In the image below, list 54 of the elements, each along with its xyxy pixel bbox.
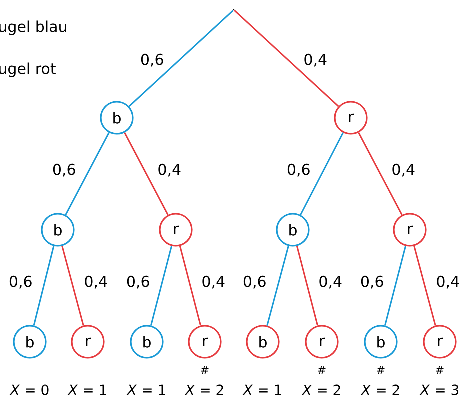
probability-label: 0,4	[85, 276, 108, 289]
probability-label: 0,6	[288, 164, 310, 177]
probability-label: 0,6	[141, 54, 164, 67]
branch-line	[150, 246, 173, 326]
outcome-label: X = 0	[10, 384, 49, 396]
outcome-label: X = 2	[360, 384, 400, 396]
probability-label: 0,6	[244, 276, 266, 289]
circle-node: b	[13, 325, 47, 359]
circle-node: r	[305, 325, 339, 359]
probability-label: 0,4	[320, 276, 342, 289]
outcome-label: #	[377, 366, 385, 374]
probability-label: 0,6	[361, 276, 384, 289]
circle-node: b	[41, 213, 75, 247]
outcome-label: X = 2	[184, 384, 224, 396]
branch-line	[65, 132, 110, 216]
probability-label: 0,4	[304, 54, 327, 67]
branch-line	[128, 10, 234, 108]
circle-node: b	[100, 101, 134, 135]
branch-line	[62, 246, 84, 326]
circle-node: r	[334, 101, 368, 135]
circle-node: r	[159, 213, 193, 247]
circle-node: b	[364, 325, 398, 359]
probability-label: 0,4	[158, 164, 181, 177]
probability-label: 0,4	[392, 164, 415, 177]
circle-node: b	[276, 213, 310, 247]
probability-label: 0,4	[202, 276, 225, 289]
outcome-label: #	[436, 366, 444, 374]
branch-line	[234, 10, 340, 108]
outcome-label: X = 3	[420, 384, 459, 396]
circle-node: r	[188, 325, 222, 359]
branch-line	[300, 132, 344, 216]
probability-label: 0,6	[10, 276, 32, 289]
circle-node: r	[393, 213, 427, 247]
outcome-label: #	[201, 366, 209, 374]
branch-line	[266, 246, 290, 326]
branch-line	[384, 246, 407, 326]
branch-line	[124, 132, 169, 216]
outcome-label: X = 1	[126, 384, 166, 396]
circle-node: b	[130, 325, 164, 359]
outcome-label: X = 2	[302, 384, 340, 396]
branch-line	[33, 246, 55, 326]
outcome-label: X = 1	[68, 384, 106, 396]
probability-label: 0,6	[53, 164, 76, 177]
branch-line	[179, 246, 202, 326]
outcome-label: #	[318, 366, 326, 374]
branch-line	[358, 132, 403, 216]
circle-node: b	[246, 325, 280, 359]
circle-node: r	[423, 325, 457, 359]
probability-label: 0,6	[127, 276, 150, 289]
branch-line	[296, 246, 319, 326]
outcome-label: X = 1	[242, 384, 282, 396]
probability-label: 0,4	[437, 276, 460, 289]
branch-line	[414, 246, 436, 326]
circle-node: r	[71, 325, 105, 359]
